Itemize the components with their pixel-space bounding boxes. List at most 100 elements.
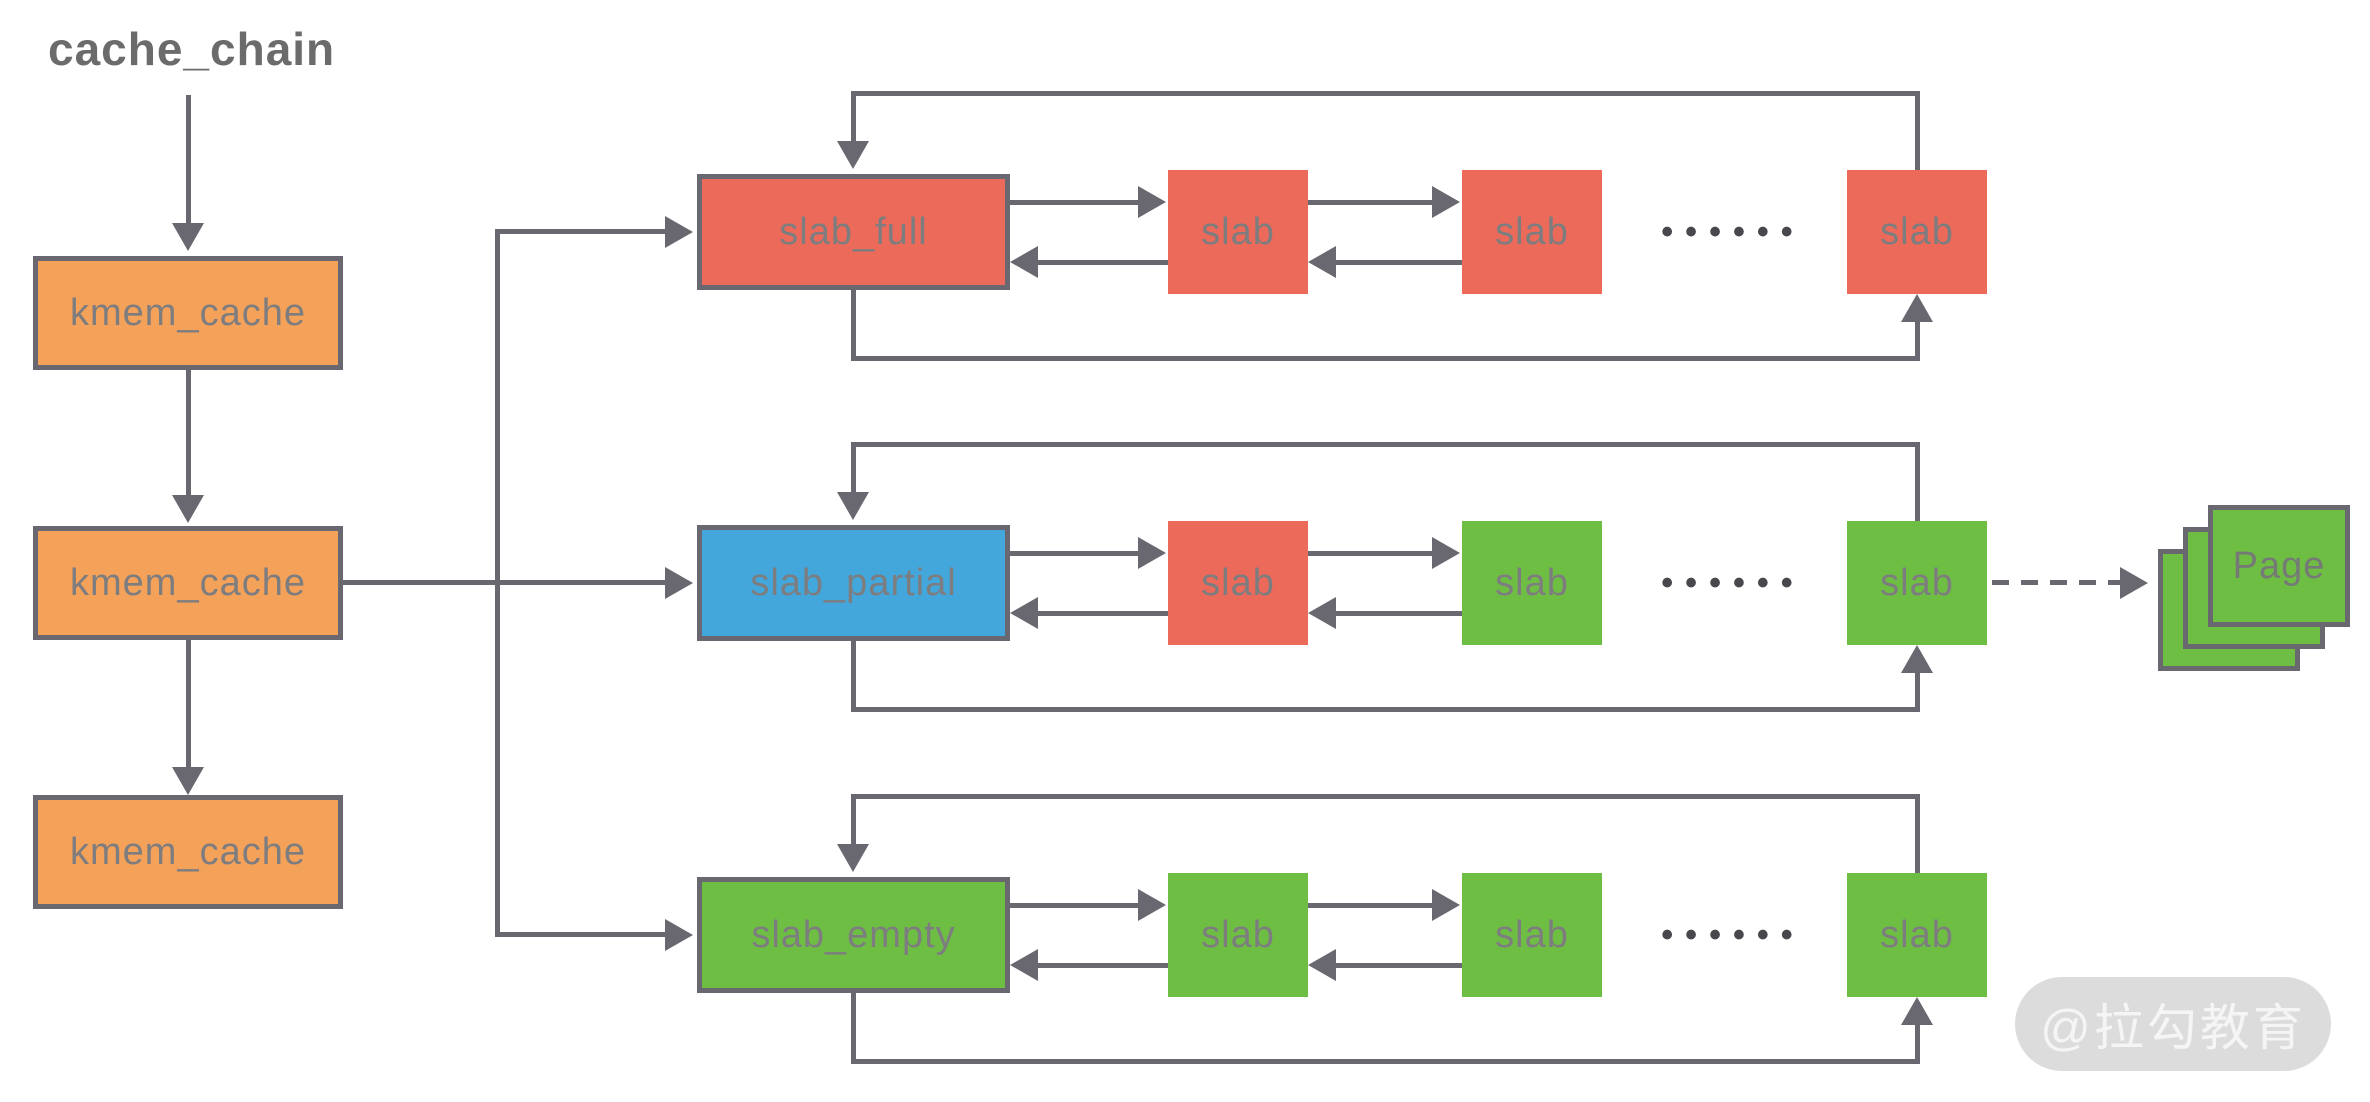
arrowhead-right-icon: [1432, 537, 1460, 569]
slab-label: slab: [1201, 913, 1275, 956]
row3-link-left-2: [1336, 963, 1462, 968]
row1-top-loop-line: [851, 91, 1920, 96]
slab-partial-box: slab_partial: [697, 525, 1010, 641]
row1-slab-node-3: slab: [1847, 170, 1987, 294]
row2-top-loop-right: [1915, 442, 1920, 521]
row3-ellipsis: ••••••: [1661, 915, 1805, 954]
branch-line-kmem2-to-slab-partial: [343, 580, 665, 585]
row1-link-left-2: [1336, 260, 1462, 265]
arrowhead-down-icon: [172, 495, 204, 523]
row2-top-loop-left: [851, 442, 856, 492]
arrowhead-left-icon: [1010, 246, 1038, 278]
kmem-cache-label: kmem_cache: [70, 561, 306, 604]
slab-label: slab: [1201, 561, 1275, 604]
row2-link-left-2: [1336, 611, 1462, 616]
row3-link-right-1: [1010, 903, 1138, 908]
row1-slab-node-2: slab: [1462, 170, 1602, 294]
slab-label: slab: [1880, 210, 1954, 253]
arrowhead-right-icon: [665, 567, 693, 599]
row2-bottom-loop-left: [851, 641, 856, 712]
row2-bottom-loop-right: [1915, 673, 1920, 712]
arrowhead-up-icon: [1901, 294, 1933, 322]
row3-link-right-2: [1308, 903, 1432, 908]
watermark-text: @拉勾教育: [2040, 1000, 2306, 1056]
row2-slab-node-1: slab: [1168, 521, 1308, 645]
arrowhead-left-icon: [1010, 597, 1038, 629]
arrow-kmem1-to-kmem2: [186, 370, 191, 495]
arrowhead-down-icon: [172, 767, 204, 795]
arrowhead-down-icon: [172, 223, 204, 251]
branch-vertical-line: [495, 229, 500, 937]
slab-partial-label: slab_partial: [750, 561, 957, 604]
row1-ellipsis: ••••••: [1661, 212, 1805, 251]
arrowhead-right-icon: [1432, 186, 1460, 218]
row3-link-left-1: [1038, 963, 1168, 968]
row3-slab-node-2: slab: [1462, 873, 1602, 997]
row2-link-right-1: [1010, 551, 1138, 556]
kmem-cache-label: kmem_cache: [70, 291, 306, 334]
row1-link-right-2: [1308, 200, 1432, 205]
row1-slab-node-1: slab: [1168, 170, 1308, 294]
row3-bottom-loop-left: [851, 993, 856, 1064]
arrowhead-right-icon: [1432, 889, 1460, 921]
slab-label: slab: [1495, 913, 1569, 956]
row1-bottom-loop-left: [851, 290, 856, 361]
arrowhead-left-icon: [1308, 246, 1336, 278]
slab-label: slab: [1495, 561, 1569, 604]
dashed-line-slab-to-page: [1992, 580, 2120, 585]
row2-bottom-loop-line: [851, 707, 1920, 712]
kmem-cache-box-2: kmem_cache: [33, 526, 343, 640]
row3-slab-node-3: slab: [1847, 873, 1987, 997]
arrow-cache-chain-to-kmem1: [186, 95, 191, 223]
row2-link-left-1: [1038, 611, 1168, 616]
row3-bottom-loop-line: [851, 1059, 1920, 1064]
cache-chain-label: cache_chain: [48, 23, 336, 75]
row1-link-right-1: [1010, 200, 1138, 205]
row1-bottom-loop-right: [1915, 322, 1920, 361]
page-label: Page: [2232, 544, 2326, 587]
arrowhead-right-icon: [665, 216, 693, 248]
row3-bottom-loop-right: [1915, 1025, 1920, 1064]
branch-line-to-slab-full: [495, 229, 665, 234]
row3-top-loop-right: [1915, 794, 1920, 873]
arrowhead-down-icon: [837, 844, 869, 872]
arrow-kmem2-to-kmem3: [186, 640, 191, 767]
row1-top-loop-left: [851, 91, 856, 141]
row2-slab-node-3: slab: [1847, 521, 1987, 645]
kmem-cache-box-1: kmem_cache: [33, 256, 343, 370]
arrowhead-right-icon: [665, 919, 693, 951]
watermark-badge: @拉勾教育: [2015, 977, 2331, 1071]
arrowhead-up-icon: [1901, 997, 1933, 1025]
row1-link-left-1: [1038, 260, 1168, 265]
arrowhead-right-icon: [1138, 889, 1166, 921]
slab-label: slab: [1201, 210, 1275, 253]
row1-top-loop-right: [1915, 91, 1920, 170]
arrowhead-left-icon: [1308, 949, 1336, 981]
kmem-cache-box-3: kmem_cache: [33, 795, 343, 909]
arrowhead-left-icon: [1010, 949, 1038, 981]
branch-line-to-slab-empty: [495, 932, 665, 937]
slab-label: slab: [1880, 561, 1954, 604]
row2-top-loop-line: [851, 442, 1920, 447]
row3-top-loop-left: [851, 794, 856, 844]
slab-label: slab: [1495, 210, 1569, 253]
arrowhead-right-icon: [1138, 186, 1166, 218]
slab-full-label: slab_full: [779, 210, 928, 253]
row1-bottom-loop-line: [851, 356, 1920, 361]
arrowhead-right-icon: [1138, 537, 1166, 569]
slab-label: slab: [1880, 913, 1954, 956]
row2-slab-node-2: slab: [1462, 521, 1602, 645]
row3-top-loop-line: [851, 794, 1920, 799]
arrowhead-up-icon: [1901, 645, 1933, 673]
arrowhead-down-icon: [837, 492, 869, 520]
slab-full-box: slab_full: [697, 174, 1010, 290]
slab-empty-label: slab_empty: [751, 913, 956, 956]
slab-empty-box: slab_empty: [697, 877, 1010, 993]
arrowhead-down-icon: [837, 141, 869, 169]
arrowhead-right-icon: [2120, 567, 2148, 599]
kmem-cache-label: kmem_cache: [70, 830, 306, 873]
row2-ellipsis: ••••••: [1661, 563, 1805, 602]
row2-link-right-2: [1308, 551, 1432, 556]
arrowhead-left-icon: [1308, 597, 1336, 629]
